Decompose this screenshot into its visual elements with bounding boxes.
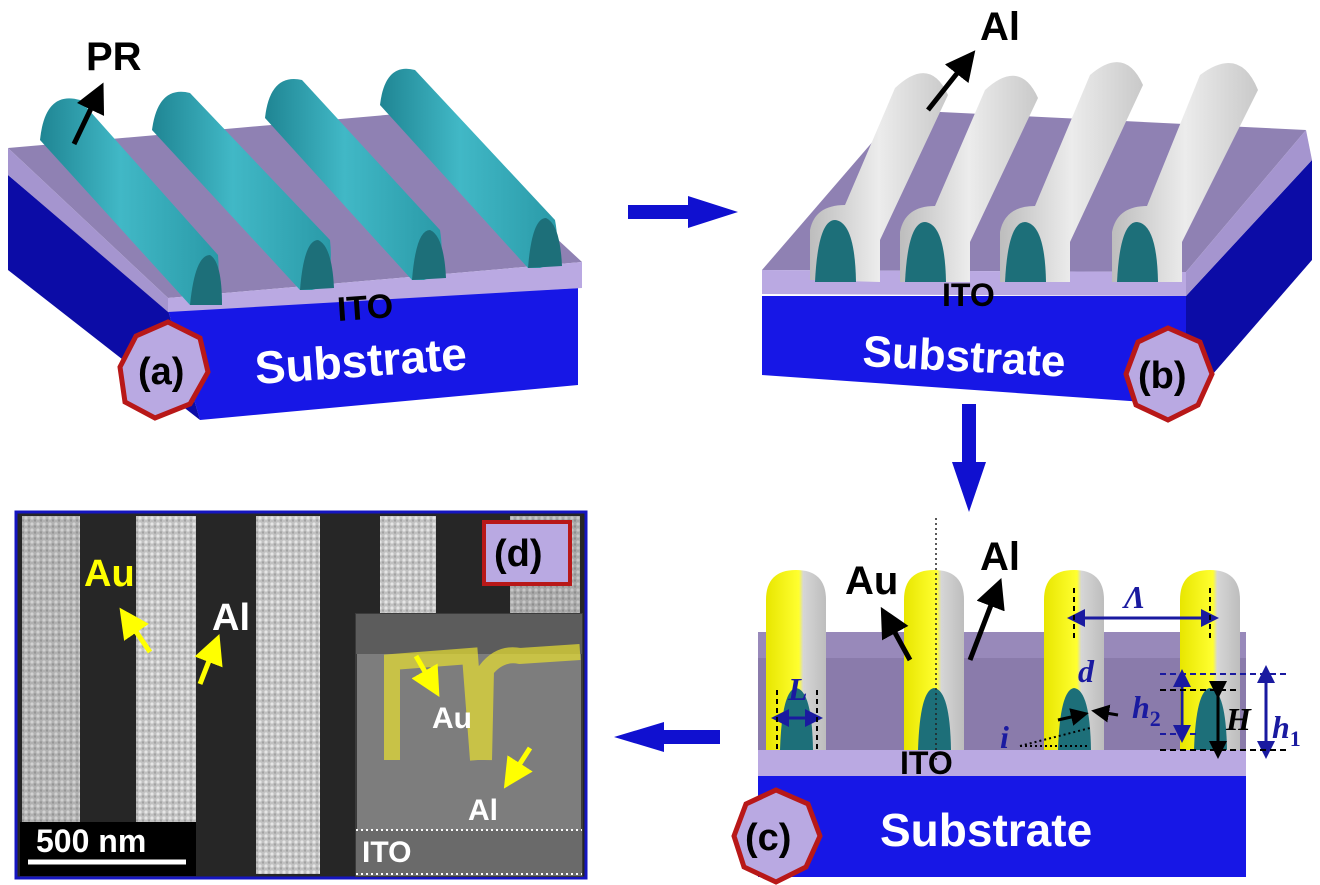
pr-label: PR — [86, 35, 142, 79]
pr-ridge-end — [412, 230, 446, 280]
pr-core — [1005, 222, 1046, 282]
al-label: Al — [212, 597, 250, 639]
al-ridge — [1000, 62, 1143, 283]
substrate-front — [168, 288, 578, 420]
badge-b-text: (b) — [1138, 355, 1187, 397]
badge-c-text: (c) — [745, 817, 791, 859]
flow-arrow-b-to-c — [952, 404, 986, 512]
inset-ito-label: ITO — [362, 836, 411, 869]
au-al-pillars — [766, 570, 1240, 750]
pr-core — [905, 222, 946, 282]
badge-d: (d) — [482, 520, 572, 586]
pr-core — [1117, 222, 1158, 282]
ito-back-top — [758, 632, 1246, 658]
au-arrow — [119, 607, 153, 654]
inset-al-arrow — [503, 746, 533, 789]
al-ridge — [1112, 63, 1258, 282]
panel-d: Au Al ITO Au Al (d) 500 nm — [14, 510, 588, 880]
al-pointer-arrow — [967, 577, 1005, 661]
pr-ridge — [152, 91, 331, 290]
badge-b: (b) — [1123, 325, 1215, 423]
al-label: Al — [980, 5, 1020, 49]
flow-arrow-c-to-d — [614, 722, 720, 752]
pillar — [904, 570, 964, 750]
panel-b: Al ITO Substrate (b) — [762, 5, 1312, 423]
pr-pointer-arrow — [71, 82, 105, 146]
substrate-label: Substrate — [880, 804, 1092, 856]
substrate-label: Substrate — [861, 327, 1066, 387]
substrate-front — [762, 296, 1186, 405]
ito-side — [8, 148, 168, 312]
pr-ridge-end — [300, 240, 334, 290]
thickness-arrow-right — [1091, 704, 1119, 723]
ito-label: ITO — [942, 277, 995, 313]
badge-d-text: (d) — [494, 533, 543, 575]
scale-bar-label: 500 nm — [36, 823, 146, 859]
substrate-side — [1186, 160, 1312, 405]
H-label: H — [1225, 701, 1252, 737]
thickness-label: d — [1078, 653, 1095, 689]
panel-c: Au Al Λ L d i h2 H h1 ITO Substrate — [731, 518, 1301, 885]
pr-ridges — [40, 68, 562, 305]
al-pointer-arrow — [926, 50, 976, 112]
pr-ridge-end — [528, 218, 562, 268]
substrate-front — [758, 776, 1246, 877]
au-label: Au — [84, 553, 135, 595]
width-label: L — [787, 671, 808, 707]
angle-slope-line — [1019, 727, 1091, 747]
al-label: Al — [980, 535, 1020, 579]
inset-au-label: Au — [432, 702, 472, 735]
au-pointer-arrow — [880, 606, 913, 662]
al-coated-ridges — [810, 62, 1258, 283]
sem-stripes — [22, 516, 580, 874]
pillar — [766, 570, 826, 750]
pr-ridge — [40, 98, 219, 305]
flow-arrow-a-to-b — [628, 196, 738, 228]
badge-a: (a) — [117, 319, 211, 421]
ito-back — [758, 632, 1246, 750]
h2-label: h2 — [1132, 689, 1161, 731]
period-label: Λ — [1122, 579, 1145, 615]
pr-core — [815, 220, 856, 282]
inset-au-arrow — [411, 654, 440, 698]
pr-core — [918, 688, 951, 750]
inset-al-label: Al — [468, 794, 498, 827]
angle-label: i — [1000, 719, 1009, 755]
sem-inset: Au Al ITO — [355, 613, 583, 877]
badge-a-text: (a) — [138, 351, 184, 393]
au-coating-trace — [384, 644, 581, 761]
pr-ridge-end — [190, 255, 222, 305]
scale-bar: 500 nm — [20, 822, 196, 876]
al-arrow — [194, 634, 223, 685]
ito-label: ITO — [900, 745, 953, 781]
ito-front — [758, 750, 1246, 776]
thickness-arrow-left — [1057, 708, 1089, 726]
h1-label: h1 — [1272, 709, 1301, 751]
ito-front — [168, 262, 582, 312]
au-label: Au — [845, 559, 898, 603]
pr-ridge — [265, 79, 442, 280]
pr-ridge — [380, 68, 558, 268]
badge-c: (c) — [731, 787, 823, 885]
panel-a: PR ITO Substrate (a) — [8, 35, 582, 421]
ito-side — [1186, 130, 1312, 296]
ito-label: ITO — [336, 287, 395, 329]
